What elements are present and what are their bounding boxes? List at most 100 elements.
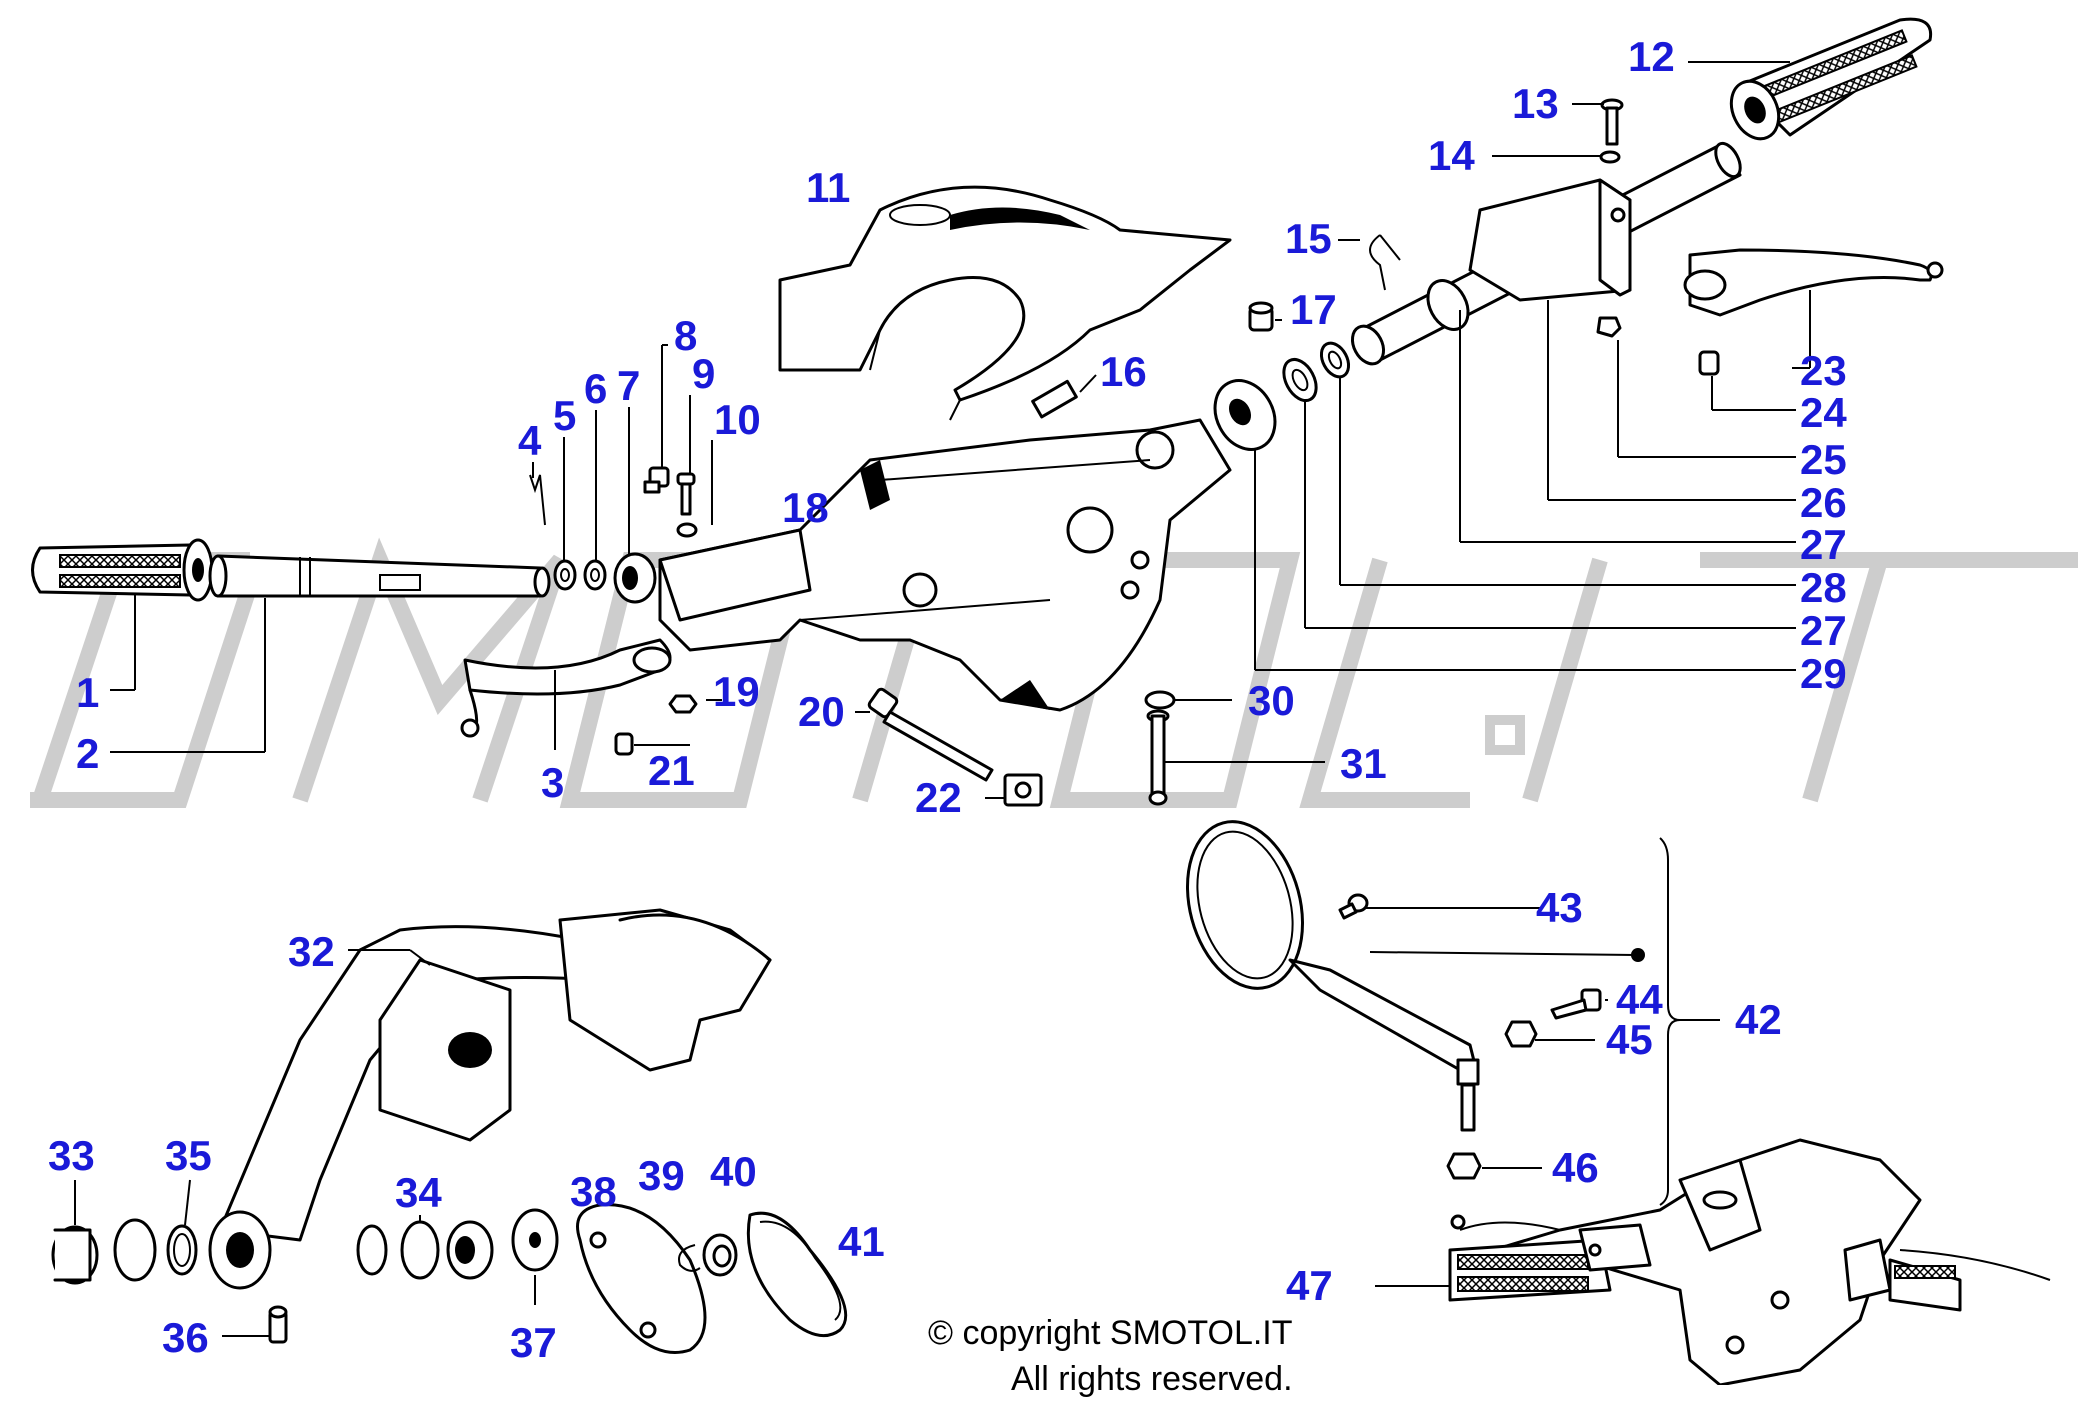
callout-38: 38 (570, 1168, 617, 1215)
callout-5: 5 (553, 392, 576, 439)
part-nut-25 (1596, 316, 1622, 338)
part-cable-clip (1031, 379, 1078, 419)
part-handlebar-body (658, 418, 1232, 712)
part-nipple-24 (1698, 350, 1720, 376)
callout-47: 47 (1286, 1262, 1333, 1309)
callout-17: 17 (1290, 286, 1337, 333)
part-pedal-rubber-38 (576, 1203, 707, 1354)
part-nut-19 (668, 694, 698, 714)
callout-1: 1 (76, 669, 99, 716)
callout-15: 15 (1285, 215, 1332, 262)
part-left-handlebar-tube (208, 554, 551, 598)
part-washer-27 (1319, 341, 1351, 379)
part-washer-10 (676, 522, 698, 538)
callout-26: 26 (1800, 479, 1847, 526)
part-grease-nipple-36 (268, 1305, 288, 1344)
callout-27a: 27 (1800, 521, 1847, 568)
part-knob-17 (1248, 301, 1274, 332)
group-bracket-42 (1659, 837, 1681, 1206)
part-throttle-housing (1468, 178, 1632, 302)
part-bush-40 (702, 1233, 738, 1277)
part-bolt-44 (1550, 988, 1602, 1020)
part-nipple-21 (614, 732, 634, 756)
part-right-grip (1729, 17, 1933, 141)
part-handlebar-cover (778, 185, 1232, 421)
part-washer-14 (1599, 150, 1621, 164)
callout-43: 43 (1536, 884, 1583, 931)
callout-6: 6 (584, 365, 607, 412)
callout-46: 46 (1552, 1144, 1599, 1191)
part-washer-5 (553, 559, 577, 591)
part-assembled-handlebar (1448, 1138, 2051, 1385)
callout-21: 21 (648, 747, 695, 794)
callout-20: 20 (798, 688, 845, 735)
callout-4: 4 (518, 417, 542, 464)
part-right-lever (1683, 248, 1944, 317)
callout-41: 41 (838, 1218, 885, 1265)
callout-13: 13 (1512, 80, 1559, 127)
callout-14: 14 (1428, 132, 1475, 179)
callout-19: 19 (713, 668, 760, 715)
part-cable-adjuster (643, 466, 670, 494)
callout-22: 22 (915, 774, 962, 821)
callout-numbers: 1 2 3 4 5 6 7 8 9 10 11 12 13 14 15 16 1… (48, 33, 1847, 1366)
callout-25: 25 (1800, 436, 1847, 483)
callout-11: 11 (806, 164, 850, 211)
copyright-line-1: © copyright SMOTOL.IT (928, 1314, 1293, 1352)
copyright-notice: © copyright SMOTOL.IT All rights reserve… (928, 1310, 1293, 1402)
callout-39: 39 (638, 1152, 685, 1199)
part-washer-6 (583, 559, 607, 591)
part-nut-46 (1446, 1152, 1482, 1180)
callout-31: 31 (1340, 740, 1387, 787)
part-screw-43 (1338, 893, 1369, 920)
callout-16: 16 (1100, 348, 1147, 395)
part-needle-bearing-33 (51, 1225, 99, 1285)
callout-37: 37 (510, 1319, 557, 1366)
callout-33: 33 (48, 1132, 95, 1179)
callout-29: 29 (1800, 650, 1847, 697)
callout-30: 30 (1248, 677, 1295, 724)
part-kickstart-arm (208, 908, 772, 1290)
part-nut-45 (1504, 1020, 1538, 1048)
part-ring-35 (166, 1224, 198, 1276)
callout-45: 45 (1606, 1016, 1653, 1063)
part-left-grip (31, 538, 214, 602)
part-ring-34a (356, 1224, 388, 1276)
callout-42: 42 (1735, 996, 1782, 1043)
part-screw-13 (1600, 98, 1624, 146)
callout-28: 28 (1800, 564, 1847, 611)
copyright-line-2: All rights reserved. (1010, 1360, 1293, 1398)
part-left-lever (460, 638, 672, 738)
callout-34: 34 (395, 1169, 442, 1216)
part-screw-31 (1146, 709, 1170, 806)
part-square-nut-22 (1003, 773, 1043, 807)
callout-12: 12 (1628, 33, 1675, 80)
part-screw-9 (676, 472, 696, 516)
part-washer-28 (1282, 357, 1318, 403)
callout-2: 2 (76, 730, 99, 777)
callout-36: 36 (162, 1314, 209, 1361)
callout-40: 40 (710, 1148, 757, 1195)
callout-3: 3 (541, 759, 564, 806)
part-circlip-39 (678, 1244, 701, 1272)
part-needle-bearing-34 (446, 1220, 494, 1280)
part-circlip-35a (113, 1218, 157, 1282)
callout-27b: 27 (1800, 607, 1847, 654)
part-throttle-nut (613, 552, 657, 604)
callout-8: 8 (674, 312, 697, 359)
callout-32: 32 (288, 928, 335, 975)
part-split-pin (529, 474, 546, 526)
callout-7: 7 (617, 362, 640, 409)
callout-23: 23 (1800, 347, 1847, 394)
part-pedal-ring-41 (746, 1211, 848, 1338)
part-bolt-20 (867, 687, 994, 782)
part-washer-30 (1144, 690, 1176, 710)
part-throttle-spool (1213, 379, 1277, 451)
callout-35: 35 (165, 1132, 212, 1179)
part-mirror (1185, 820, 1480, 1132)
part-split-pin-15 (1369, 234, 1401, 291)
callout-9: 9 (692, 350, 715, 397)
callout-24: 24 (1800, 389, 1847, 436)
leader-lines (74, 61, 1811, 1337)
